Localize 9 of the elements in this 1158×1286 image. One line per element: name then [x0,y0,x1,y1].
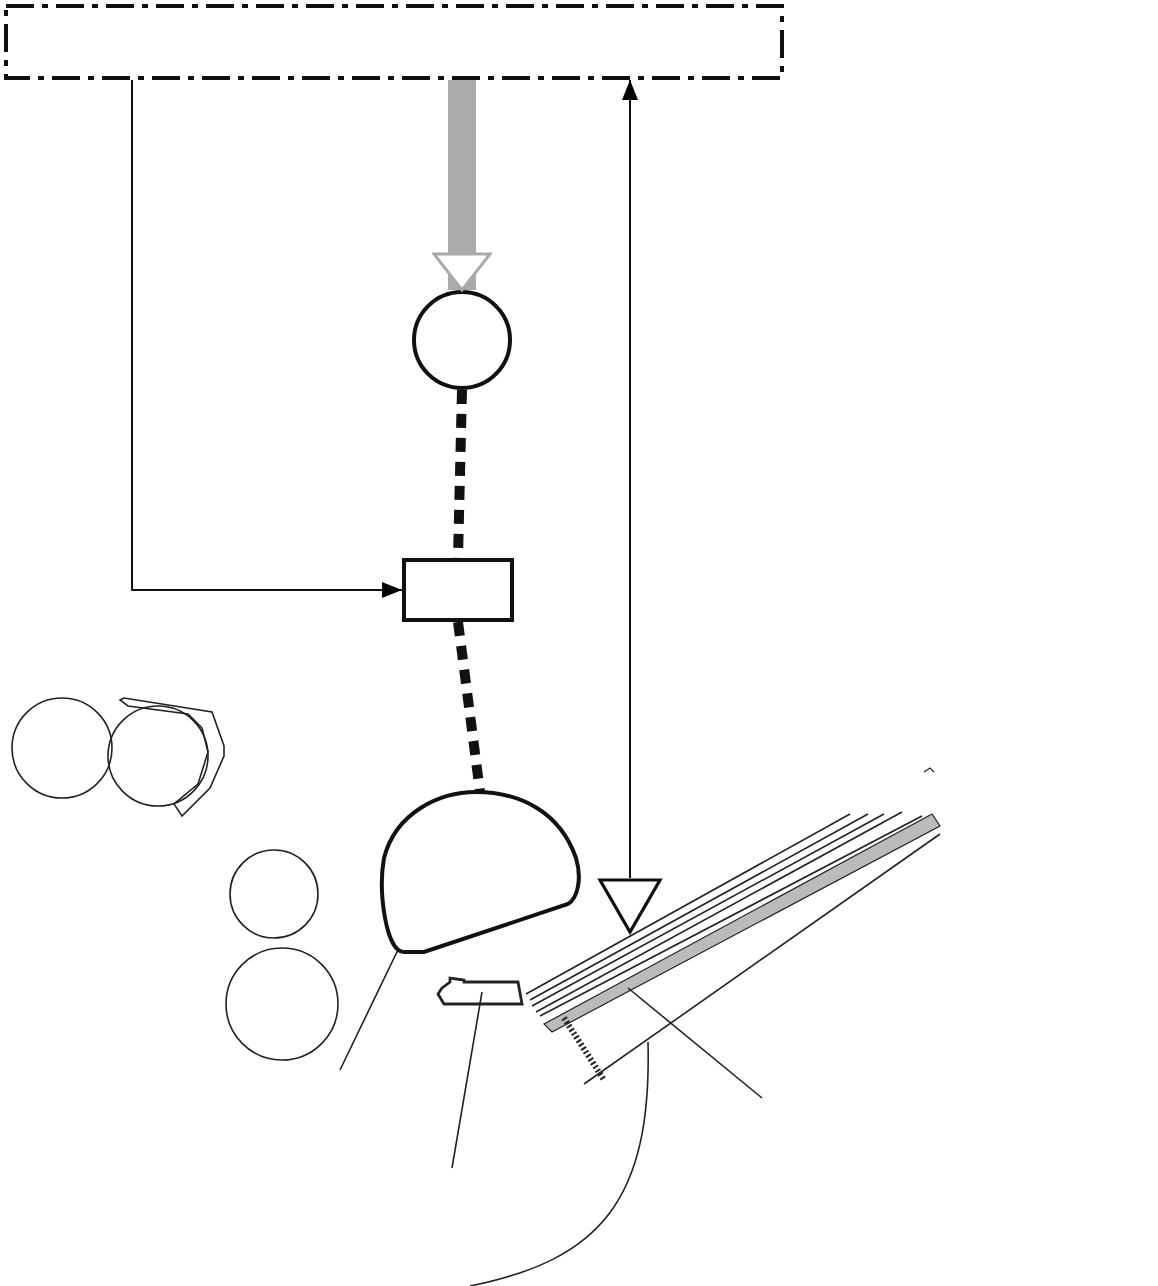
roller-shape [380,792,580,952]
motor-circle [412,290,512,390]
hollow-arrow [432,80,492,292]
drive-link [453,621,485,793]
block-box [4,4,784,80]
block-box [402,558,514,622]
arrow [131,79,403,598]
arrow [622,79,638,879]
sensor-triangle [598,878,662,934]
